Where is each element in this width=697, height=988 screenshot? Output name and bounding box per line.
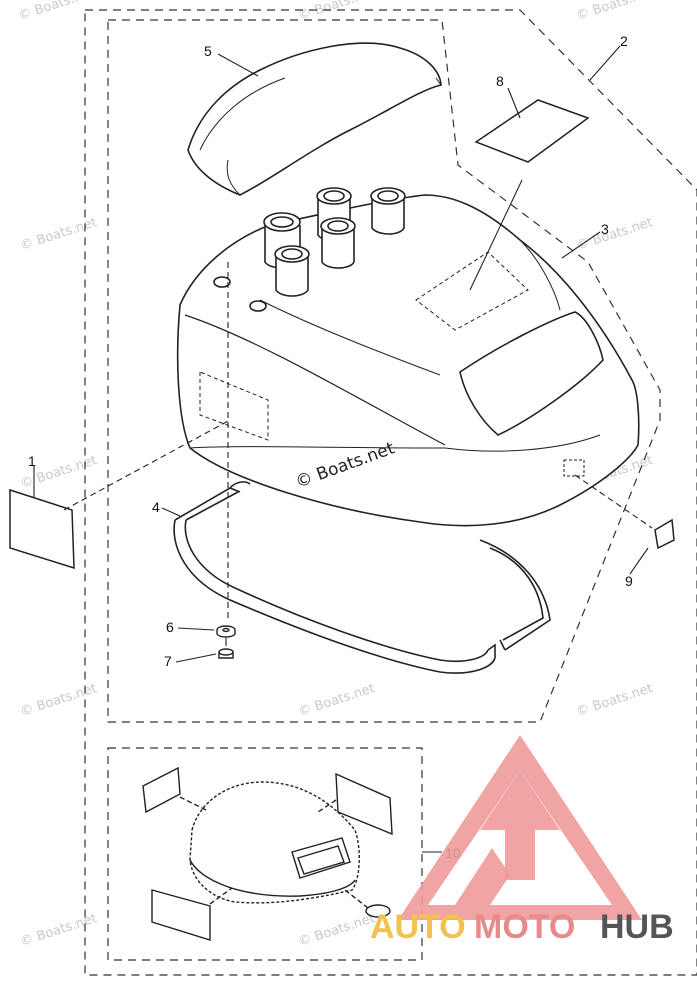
rear-cover-panel [187, 42, 442, 196]
watermark-text: © Boats.net [575, 681, 655, 720]
brand-part-3: HUB [600, 908, 674, 946]
outer-dashed-boundary [84, 9, 697, 976]
watermark-text: © Boats.net [297, 681, 377, 720]
kit-contents [142, 766, 393, 941]
callout-6: 6 [166, 619, 174, 635]
label-top [474, 99, 590, 163]
callout-4: 4 [152, 499, 160, 515]
label-side [9, 488, 75, 570]
top-cowling [176, 187, 640, 527]
label-small [654, 518, 675, 550]
watermark-text: © Boats.net [575, 0, 655, 24]
brand-part-2: MOTO [474, 908, 575, 946]
inner-dashed-boundary [107, 19, 661, 723]
callout-9: 9 [625, 573, 633, 589]
kit-dashed-box [107, 747, 423, 961]
automotohub-logo: AUTO MOTO HUB [370, 735, 674, 946]
mountain-logo-icon [398, 735, 642, 920]
cowling-intake-tubes [263, 187, 406, 297]
callout-2: 2 [620, 33, 628, 49]
nut [218, 648, 234, 659]
watermark-text: © Boats.net [19, 911, 99, 950]
callout-8: 8 [496, 73, 504, 89]
callout-5: 5 [204, 43, 212, 59]
watermark-text: © Boats.net [575, 215, 655, 254]
brand-part-1: AUTO [370, 908, 466, 946]
washer [216, 625, 236, 638]
watermark-text: © Boats.net [19, 215, 99, 254]
leader-lines [33, 45, 653, 853]
callout-7: 7 [164, 653, 172, 669]
watermark-text: © Boats.net [19, 681, 99, 720]
callout-3: 3 [601, 221, 609, 237]
callout-1: 1 [28, 453, 36, 469]
watermark-text: © Boats.net [297, 911, 377, 950]
cowling-seal [173, 481, 551, 674]
